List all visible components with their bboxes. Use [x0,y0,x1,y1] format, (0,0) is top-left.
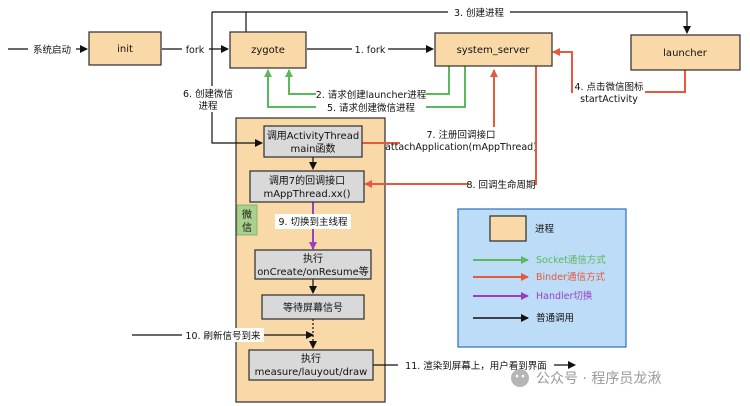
svg-text:init: init [117,44,133,55]
label-request-launcher: 2. 请求创建launcher进程 [316,89,427,101]
label-register-2: attachApplication(mAppThread) [385,142,537,153]
svg-text:执行: 执行 [303,252,323,265]
legend-normal-label: 普通调用 [536,312,574,324]
arrow-create-launcher [212,11,247,32]
label-fork-init: fork [186,45,205,56]
svg-text:launcher: launcher [663,48,708,59]
svg-text:main函数: main函数 [291,142,336,155]
node-launcher: launcher [630,34,741,71]
legend-handler-label: Handler切换 [536,290,593,302]
label-click-icon-2: startActivity [580,94,638,105]
svg-text:调用7的回调接口: 调用7的回调接口 [269,174,345,187]
svg-text:调用ActivityThread: 调用ActivityThread [267,130,359,142]
wechat-tag-line2: 信 [242,222,252,234]
arrow-click-icon [552,48,686,93]
wechat-tag-line1: 微 [242,208,252,221]
node-wait-vsync: 等待屏幕信号 [261,294,365,320]
node-oncreate: 执行 onCreate/onResume等 [254,249,372,280]
svg-text:measure/lauyout/draw: measure/lauyout/draw [255,367,368,378]
svg-text:zygote: zygote [251,45,285,56]
svg-text:onCreate/onResume等: onCreate/onResume等 [257,265,369,278]
node-system-server: system_server [434,32,553,67]
arrow-create-process [246,11,691,34]
node-callback-apthread: 调用7的回调接口 mAppThread.xx() [249,170,365,203]
label-boot: 系统启动 [33,44,71,56]
legend-socket-label: Socket通信方式 [536,254,606,266]
watermark-text: 公众号 · 程序员龙湫 [536,371,661,387]
label-refresh: 10. 刷新信号到来 [185,330,261,342]
label-switch-main: 9. 切换到主线程 [278,216,348,228]
node-init: init [88,31,162,66]
label-register-1: 7. 注册回调接口 [426,129,495,141]
node-zygote: zygote [229,31,307,69]
arrow-lifecycle [364,66,537,188]
label-render: 11. 渲染到屏幕上，用户看到界面 [405,360,547,372]
legend-binder-label: Binder通信方式 [536,271,605,283]
wechat-tag: 微 信 [236,204,258,236]
arrow-create-wechat [211,12,263,147]
legend-process-label: 进程 [535,224,555,235]
svg-text:system_server: system_server [457,45,531,56]
label-request-wechat: 5. 请求创建微信进程 [327,102,416,114]
watermark: 公众号 · 程序员龙湫 [511,369,661,387]
label-click-icon-1: 4. 点击微信图标 [574,81,644,93]
label-lifecycle: 8. 回调生命周期 [466,179,535,191]
label-create-wechat-2: 进程 [198,101,218,112]
label-create-process: 3. 创建进程 [454,7,505,19]
node-measure-layout-draw: 执行 measure/lauyout/draw [248,349,374,381]
legend: 进程 Socket通信方式 Binder通信方式 Handler切换 普通调用 [457,208,627,348]
svg-text:mAppThread.xx(): mAppThread.xx() [263,189,350,200]
label-fork1: 1. fork [355,45,386,56]
svg-text:等待屏幕信号: 等待屏幕信号 [283,301,343,314]
legend-process-swatch [489,215,527,242]
svg-text:执行: 执行 [301,352,321,365]
node-activity-thread-main: 调用ActivityThread main函数 [263,125,363,158]
wechat-logo-icon [511,369,529,387]
label-create-wechat-1: 6. 创建微信 [183,88,233,100]
